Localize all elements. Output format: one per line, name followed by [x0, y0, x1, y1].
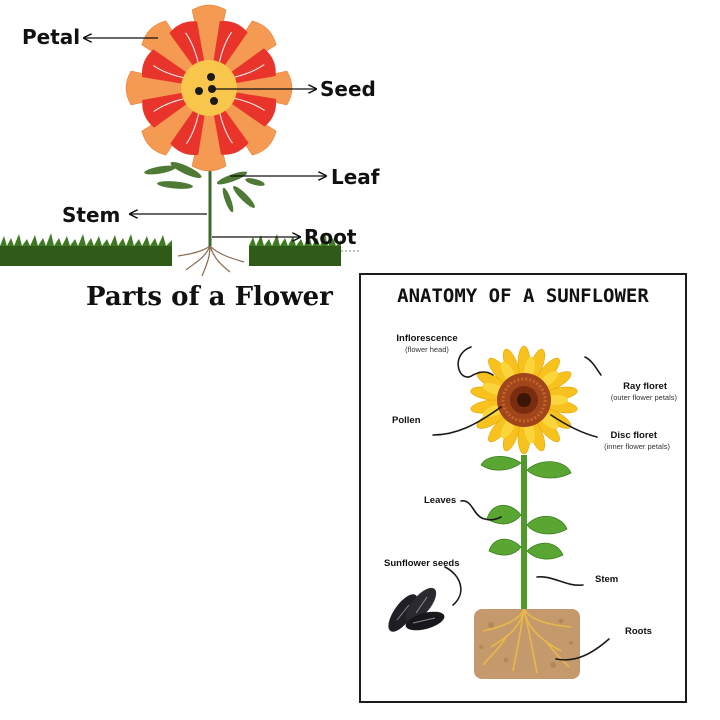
- seed-dot: [207, 73, 215, 81]
- label-inflorescence: Inflorescence: [396, 334, 457, 344]
- seed-dot: [210, 97, 218, 105]
- flower-roots: [178, 246, 244, 276]
- label-leaves: Leaves: [424, 496, 456, 506]
- label-ray-floret: Ray floret: [623, 382, 667, 392]
- label-pollen: Pollen: [392, 416, 421, 426]
- label-roots: Roots: [625, 627, 652, 637]
- parts-of-flower-title: Parts of a Flower: [86, 284, 333, 310]
- label-petal: Petal: [22, 27, 80, 47]
- label-inflorescence-sub: (flower head): [405, 346, 449, 354]
- label-disc-floret: Disc floret: [611, 431, 657, 441]
- sunflower-seeds-group: [383, 583, 446, 636]
- sunflower-disc: [497, 373, 551, 427]
- label-root: Root: [304, 227, 356, 247]
- label-leaf: Leaf: [331, 167, 380, 187]
- label-stem: Stem: [62, 205, 120, 225]
- label-seed: Seed: [320, 79, 376, 99]
- seed-dot: [195, 87, 203, 95]
- flower-center: [181, 60, 237, 116]
- label-ray-floret-sub: (outer flower petals): [611, 394, 677, 402]
- grass-left: [0, 233, 172, 266]
- label-disc-floret-sub: (inner flower petals): [604, 443, 670, 451]
- sunflower-anatomy-panel: ANATOMY OF A SUNFLOWER: [359, 273, 687, 703]
- label-stem: Stem: [595, 575, 618, 585]
- label-sunflower-seeds: Sunflower seeds: [384, 559, 460, 569]
